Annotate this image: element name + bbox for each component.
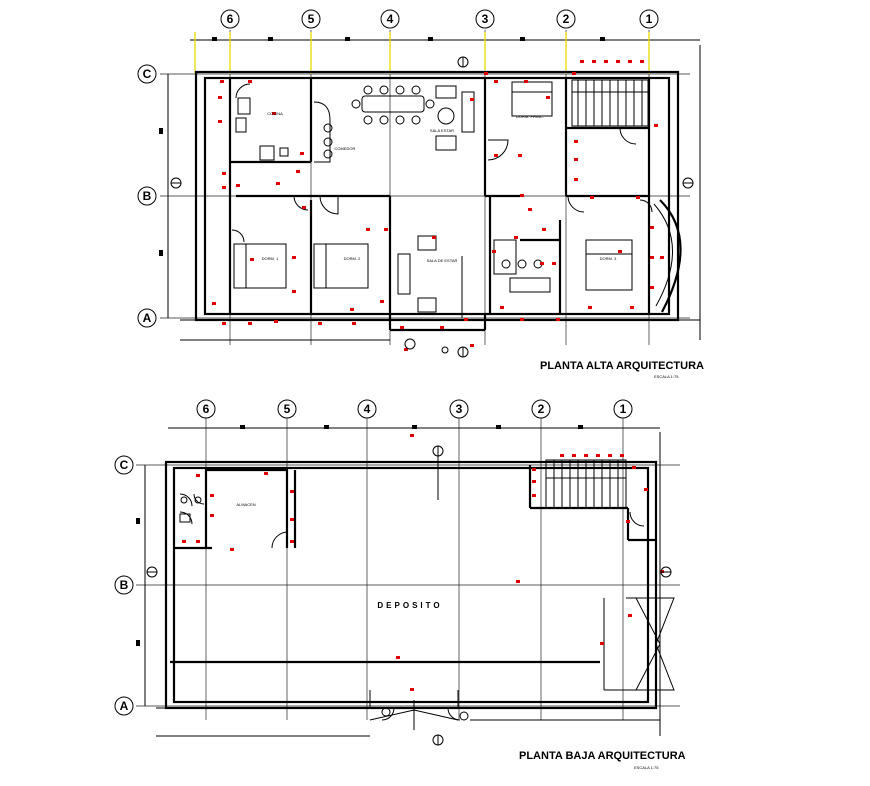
svg-text:2: 2 [538, 402, 545, 416]
svg-text:2: 2 [563, 12, 570, 26]
svg-text:1: 1 [646, 12, 653, 26]
upper-interior-walls [228, 78, 651, 332]
upper-bed-1 [233, 243, 287, 289]
upper-plan: 6 5 4 3 2 1 C B A [137, 9, 704, 379]
svg-text:A: A [120, 699, 129, 713]
upper-row-bubble-a: A [137, 308, 157, 328]
lower-column-bubble-5: 5 [277, 399, 297, 419]
lower-red-markers [182, 434, 664, 691]
upper-dimension-ticks [212, 37, 605, 41]
lower-row-bubble-b: B [114, 575, 134, 595]
lower-stairs [545, 459, 627, 509]
upper-column-bubble-4: 4 [380, 9, 400, 29]
lower-dimension-ticks [240, 425, 583, 429]
upper-bed-master [511, 81, 553, 117]
upper-living-set [313, 85, 475, 163]
upper-central-living [397, 235, 463, 318]
upper-stairs [571, 79, 649, 127]
upper-room-label-living: SALA ESTAR [430, 128, 454, 133]
svg-text:C: C [120, 458, 129, 472]
svg-text:A: A [143, 311, 152, 325]
upper-row-bubble-c: C [137, 64, 157, 84]
svg-text:6: 6 [227, 12, 234, 26]
upper-room-label-family: SALA DE ESTAR [427, 258, 458, 263]
lower-column-bubble-4: 4 [357, 399, 377, 419]
lower-grid-lines [136, 418, 680, 720]
upper-exterior-walls [180, 45, 701, 341]
lower-interior-walls [170, 465, 656, 664]
lower-plan: 6 5 4 3 2 1 C B A [114, 399, 686, 770]
upper-plan-title: PLANTA ALTA ARQUITECTURA [540, 360, 704, 372]
upper-bed-3 [585, 239, 633, 291]
svg-text:4: 4 [364, 402, 371, 416]
lower-column-bubble-2: 2 [531, 399, 551, 419]
lower-fixtures [179, 496, 202, 523]
lower-column-bubble-6: 6 [196, 399, 216, 419]
svg-text:C: C [143, 67, 152, 81]
upper-room-label-bed2: DORM. 2 [344, 256, 361, 261]
lower-plan-title: PLANTA BAJA ARQUITECTURA [519, 750, 686, 762]
upper-column-bubble-3: 3 [475, 9, 495, 29]
svg-text:6: 6 [203, 402, 210, 416]
upper-red-markers [212, 60, 664, 351]
upper-axis-ticks [194, 32, 650, 74]
lower-column-bubble-3: 3 [449, 399, 469, 419]
upper-column-bubble-6: 6 [220, 9, 240, 29]
upper-doors [231, 83, 653, 243]
svg-text:B: B [120, 578, 129, 592]
upper-plan-scale: ESCALA 1:75 [654, 374, 679, 379]
upper-dining-table [351, 85, 435, 125]
upper-room-label-bed3: DORM. 3 [600, 256, 617, 261]
lower-doors [179, 493, 645, 721]
lower-column-bubble-1: 1 [613, 399, 633, 419]
lower-section-markers [146, 445, 672, 746]
upper-column-bubble-2: 2 [556, 9, 576, 29]
upper-room-label-master: DORM. PRINC. [516, 114, 544, 119]
svg-text:1: 1 [620, 402, 627, 416]
upper-room-label-bed1: DORM. 1 [262, 256, 279, 261]
lower-ramp [603, 597, 675, 691]
upper-room-label-dining: COMEDOR [335, 146, 356, 151]
svg-text:B: B [143, 189, 152, 203]
svg-text:4: 4 [387, 12, 394, 26]
svg-text:3: 3 [482, 12, 489, 26]
lower-row-bubble-c: C [114, 455, 134, 475]
svg-text:5: 5 [284, 402, 291, 416]
upper-room-label-kitchen: COCINA [267, 111, 283, 116]
upper-bathroom [493, 239, 551, 293]
upper-column-bubble-5: 5 [301, 9, 321, 29]
lower-row-bubble-a: A [114, 696, 134, 716]
upper-column-bubble-1: 1 [639, 9, 659, 29]
svg-text:5: 5 [308, 12, 315, 26]
lower-plan-scale: ESCALA 1:75 [634, 765, 659, 770]
lower-room-label-storage: ALMACEN [236, 502, 255, 507]
upper-row-bubble-b: B [137, 186, 157, 206]
upper-section-markers [170, 56, 694, 358]
lower-main-space-label: DEPOSITO [377, 601, 442, 610]
upper-bed-2 [313, 243, 369, 289]
svg-text:3: 3 [456, 402, 463, 416]
lower-entrance [369, 690, 459, 730]
upper-kitchen [235, 97, 289, 161]
lower-exterior-walls [156, 432, 661, 737]
